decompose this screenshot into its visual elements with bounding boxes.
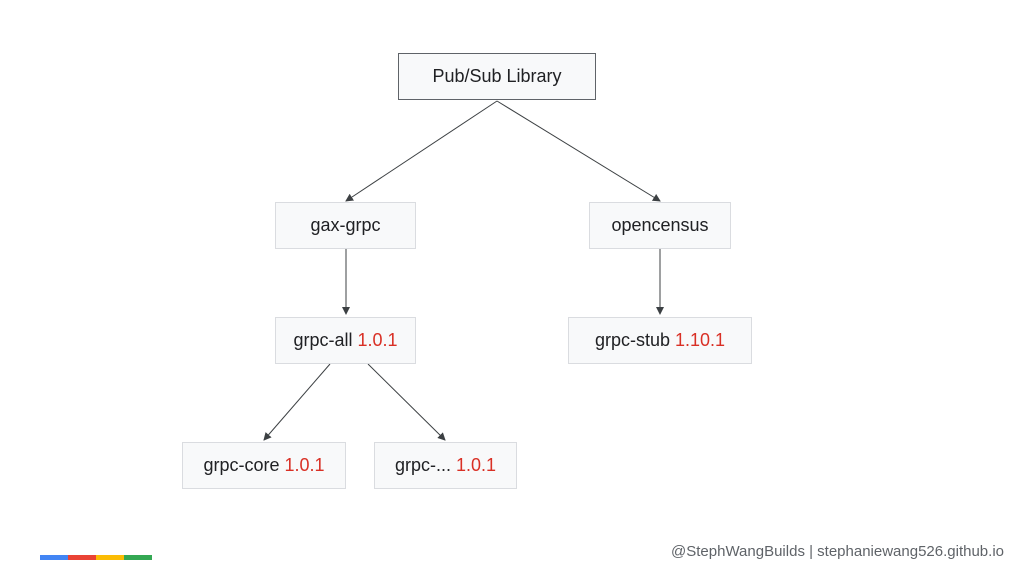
edge-grpc-all-to-grpc-other [367, 363, 446, 441]
node-version: 1.0.1 [357, 330, 398, 350]
footer-credit: @StephWangBuilds | stephaniewang526.gith… [671, 543, 1004, 560]
node-version: 1.10.1 [675, 330, 726, 350]
brand-segment-blue [40, 555, 68, 560]
node-opencensus: opencensus [589, 202, 731, 249]
brand-segment-yellow [96, 555, 124, 560]
node-grpc-core: grpc-core 1.0.1 [182, 442, 346, 489]
node-gax-grpc: gax-grpc [275, 202, 416, 249]
google-color-bar [40, 555, 152, 560]
node-label: opencensus [611, 215, 709, 235]
node-grpc-all: grpc-all 1.0.1 [275, 317, 416, 364]
node-grpc-stub: grpc-stub 1.10.1 [568, 317, 752, 364]
edge-grpc-all-to-grpc-core [263, 363, 331, 441]
node-label: grpc-... [394, 455, 451, 475]
brand-segment-green [124, 555, 152, 560]
node-label: grpc-stub [594, 330, 670, 350]
node-grpc-other: grpc-... 1.0.1 [374, 442, 517, 489]
node-label: grpc-all [293, 330, 353, 350]
node-pubsub-library: Pub/Sub Library [398, 53, 596, 100]
brand-segment-red [68, 555, 96, 560]
node-label: Pub/Sub Library [432, 66, 562, 86]
node-label: grpc-core [203, 455, 280, 475]
edge-pubsub-to-opencensus [496, 100, 661, 202]
edge-pubsub-to-gax-grpc [345, 100, 498, 202]
node-version: 1.0.1 [284, 455, 325, 475]
node-version: 1.0.1 [455, 455, 497, 475]
node-label: gax-grpc [310, 215, 381, 235]
